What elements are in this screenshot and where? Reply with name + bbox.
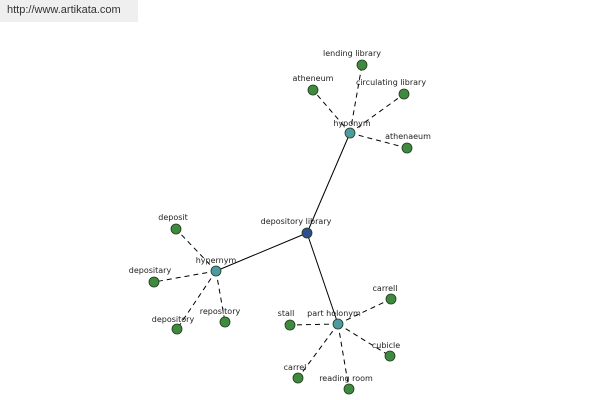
- relation-node-hypernym[interactable]: [210, 265, 222, 277]
- term-node-label[interactable]: stall: [278, 309, 295, 318]
- term-node[interactable]: [171, 323, 183, 335]
- term-node[interactable]: [401, 142, 413, 154]
- edge-part_holonym-term: [297, 323, 339, 379]
- term-node-label[interactable]: depositary: [129, 266, 172, 275]
- edge-part_holonym-term: [289, 323, 339, 326]
- edge-hyponym-term: [349, 132, 408, 149]
- edge-hyponym-term: [349, 64, 363, 134]
- source-url-bar[interactable]: http://www.artikata.com: [0, 0, 138, 22]
- edge-hypernym-term: [176, 270, 217, 330]
- edge-part_holonym-term: [337, 323, 391, 357]
- node-layer: [148, 59, 413, 395]
- edge-hypernym-term: [153, 270, 217, 283]
- term-node[interactable]: [384, 350, 396, 362]
- source-url-link[interactable]: http://www.artikata.com: [7, 4, 121, 16]
- relation-node-label[interactable]: hyponym: [333, 119, 371, 128]
- relation-node-label[interactable]: part holonym: [307, 309, 361, 318]
- relation-node-hyponym[interactable]: [344, 127, 356, 139]
- term-node-label[interactable]: circulating library: [356, 78, 426, 87]
- edge-root-part_holonym: [306, 232, 339, 325]
- term-node[interactable]: [343, 383, 355, 395]
- relation-node-label[interactable]: hypernym: [196, 256, 237, 265]
- term-node[interactable]: [398, 88, 410, 100]
- edge-hyponym-term: [312, 89, 351, 134]
- term-node[interactable]: [292, 372, 304, 384]
- root-node-label[interactable]: depository library: [261, 217, 332, 226]
- relation-node-part_holonym[interactable]: [332, 318, 344, 330]
- term-node[interactable]: [356, 59, 368, 71]
- term-node-label[interactable]: reading room: [319, 374, 373, 383]
- label-layer: depository library hyponym atheneum lending…: [129, 49, 431, 383]
- term-node[interactable]: [219, 316, 231, 328]
- edge-root-hypernym: [215, 232, 308, 272]
- term-node-label[interactable]: carrell: [373, 284, 398, 293]
- edge-root-hyponym: [306, 132, 351, 234]
- edge-hyponym-term: [349, 93, 405, 134]
- term-node[interactable]: [148, 276, 160, 288]
- term-node-label[interactable]: deposit: [158, 213, 188, 222]
- term-node-label[interactable]: atheneum: [293, 74, 334, 83]
- term-node-label[interactable]: repository: [200, 307, 241, 316]
- term-node-label[interactable]: carrel: [284, 363, 307, 372]
- term-node-label[interactable]: cubicle: [372, 341, 400, 350]
- edge-layer: [153, 64, 408, 390]
- edge-part_holonym-term: [337, 323, 350, 390]
- term-node[interactable]: [307, 84, 319, 96]
- term-node[interactable]: [385, 293, 397, 305]
- term-node-label[interactable]: depository: [152, 315, 195, 324]
- term-node[interactable]: [284, 319, 296, 331]
- term-node-label[interactable]: athenaeum: [385, 132, 431, 141]
- edge-hypernym-term: [175, 228, 217, 272]
- term-node-label[interactable]: lending library: [323, 49, 381, 58]
- term-node[interactable]: [170, 223, 182, 235]
- root-node[interactable]: [301, 227, 313, 239]
- edge-part_holonym-term: [337, 298, 392, 325]
